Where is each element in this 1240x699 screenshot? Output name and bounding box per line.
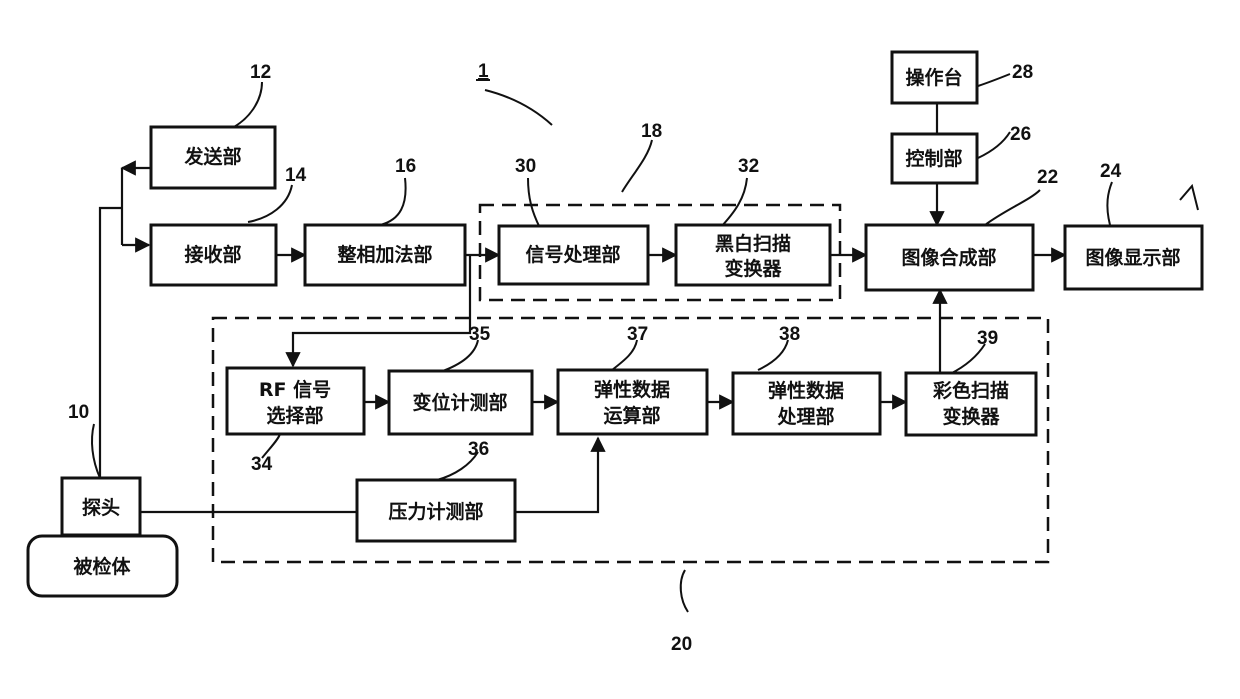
- subject-block: 被检体: [28, 536, 177, 596]
- ref-12: 12: [250, 62, 271, 83]
- pressure-block: 压力计测部: [357, 480, 515, 541]
- image-display-block: 图像显示部: [1065, 226, 1202, 289]
- bw-dsc-label-line2: 变换器: [724, 257, 782, 280]
- bw-dsc-block: 黑白扫描 变换器: [676, 225, 830, 285]
- image-synthesis-block: 图像合成部: [866, 225, 1033, 290]
- console-block: 操作台: [892, 52, 977, 103]
- transmit-block: 发送部: [151, 127, 275, 188]
- subject-label: 被检体: [73, 555, 131, 578]
- ref-35: 35: [469, 324, 491, 345]
- ref-36: 36: [468, 439, 489, 460]
- ref-22: 22: [1037, 167, 1058, 188]
- ref-37: 37: [627, 324, 648, 345]
- signal-processing-block: 信号处理部: [499, 226, 648, 284]
- rf-selection-label-line2: 选择部: [266, 404, 323, 427]
- color-dsc-label-line1: 彩色扫描: [932, 379, 1009, 402]
- ref-24: 24: [1100, 161, 1122, 182]
- receive-block: 接收部: [151, 225, 276, 285]
- ref-34: 34: [251, 454, 273, 475]
- ref-28: 28: [1012, 62, 1033, 83]
- bw-dsc-label-line1: 黑白扫描: [715, 232, 791, 255]
- probe-label: 探头: [82, 497, 120, 519]
- receive-label: 接收部: [184, 243, 241, 266]
- ref-30: 30: [515, 156, 536, 177]
- pressure-label: 压力计测部: [388, 500, 483, 523]
- ref-32: 32: [738, 156, 759, 177]
- elastic-calc-label-line2: 运算部: [603, 404, 660, 427]
- image-synthesis-label: 图像合成部: [901, 246, 996, 269]
- console-label: 操作台: [905, 66, 962, 89]
- ref-38: 38: [779, 324, 800, 345]
- ref-1: 1: [478, 61, 489, 82]
- ref-16: 16: [395, 156, 416, 177]
- ref-20: 20: [671, 634, 692, 655]
- probe-block: 探头: [62, 478, 140, 535]
- color-dsc-label-line2: 变换器: [942, 405, 1000, 428]
- ref-26: 26: [1010, 124, 1031, 145]
- ref-18: 18: [641, 121, 662, 142]
- control-label: 控制部: [905, 147, 962, 170]
- ref-14: 14: [285, 165, 307, 186]
- elastic-proc-label-line2: 处理部: [776, 405, 834, 428]
- rf-selection-label-line1: RF 信号: [259, 378, 331, 401]
- transmit-label: 发送部: [183, 145, 241, 168]
- displacement-label: 变位计测部: [412, 391, 507, 414]
- signal-processing-label: 信号处理部: [525, 243, 620, 266]
- ref-39: 39: [977, 328, 998, 349]
- elastic-proc-block: 弹性数据 处理部: [733, 373, 880, 434]
- ref-10: 10: [68, 402, 89, 423]
- elastic-calc-block: 弹性数据 运算部: [558, 370, 707, 434]
- displacement-block: 变位计测部: [389, 371, 532, 434]
- elastic-calc-label-line1: 弹性数据: [594, 378, 670, 401]
- image-display-label: 图像显示部: [1085, 246, 1180, 269]
- color-dsc-block: 彩色扫描 变换器: [906, 373, 1036, 435]
- rf-selection-block: RF 信号 选择部: [227, 368, 364, 434]
- phasing-label: 整相加法部: [337, 243, 432, 266]
- phasing-block: 整相加法部: [305, 225, 465, 285]
- control-block: 控制部: [892, 134, 977, 183]
- elastic-proc-label-line1: 弹性数据: [768, 379, 844, 402]
